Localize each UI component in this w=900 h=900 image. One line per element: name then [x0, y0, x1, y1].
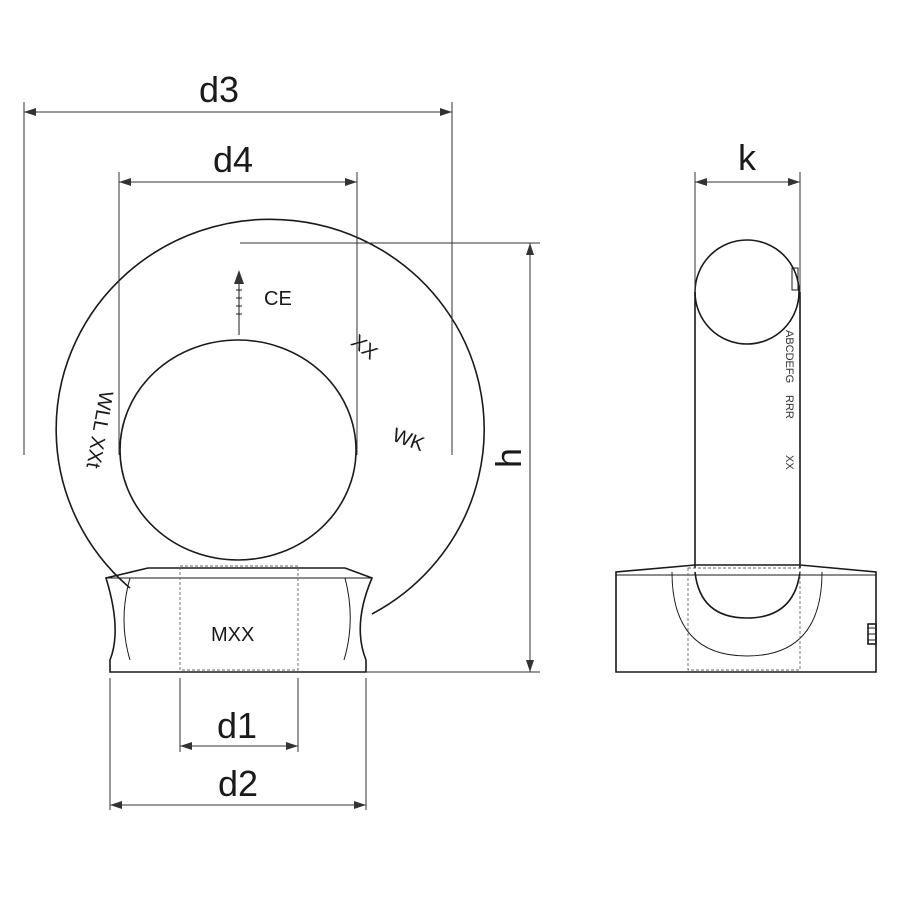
- ce-mark: CE: [264, 288, 292, 310]
- d1-arrow-right: [286, 742, 298, 750]
- wk-mark: WK: [389, 424, 427, 456]
- front-dimensions: d3 d4 h d1 d2: [23, 69, 540, 810]
- h-arrow-bottom: [526, 660, 534, 672]
- base-collar: [104, 567, 374, 673]
- front-view: CE XX WK WLL XXt MXX: [55, 218, 485, 673]
- d3-label: d3: [199, 69, 239, 110]
- side-base: [615, 564, 877, 673]
- wll-mark: WLL XXt: [81, 389, 116, 470]
- ring-cross-section: [694, 239, 800, 345]
- side-view: RRR XX ABCDEFG: [615, 239, 877, 673]
- side-thread-hole-hidden: [687, 567, 801, 671]
- d4-label: d4: [213, 139, 253, 180]
- thread-size-mark: MXX: [211, 624, 254, 646]
- d2-arrow-left: [110, 801, 122, 809]
- collar-right-fillet: [343, 577, 351, 661]
- d1-label: d1: [217, 705, 257, 746]
- xx-mark: XX: [347, 331, 382, 365]
- side-marking: XX: [783, 455, 795, 470]
- side-saddle-outer: [671, 571, 823, 657]
- k-arrow-left: [695, 178, 707, 186]
- k-dimension: k: [694, 137, 801, 292]
- side-marking: RRR: [783, 395, 795, 419]
- load-arrow-icon: [234, 270, 244, 284]
- ring-inner-opening: [119, 339, 357, 561]
- d3-arrow-left: [24, 108, 36, 116]
- ring-mark-tab: [791, 267, 799, 291]
- d2-label: d2: [218, 763, 258, 804]
- collar-left-fillet: [123, 577, 131, 661]
- d4-arrow-left: [119, 178, 131, 186]
- thread-hole-hidden: [179, 565, 299, 671]
- d4-arrow-right: [345, 178, 357, 186]
- h-arrow-top: [526, 243, 534, 255]
- side-marking: ABCDEFG: [783, 330, 795, 383]
- side-saddle-curve: [694, 571, 801, 619]
- k-arrow-right: [788, 178, 800, 186]
- d3-arrow-right: [440, 108, 452, 116]
- h-label: h: [488, 448, 529, 468]
- d1-arrow-left: [180, 742, 192, 750]
- ring-outer-contour: [55, 218, 485, 615]
- k-label: k: [738, 137, 757, 178]
- d2-arrow-right: [354, 801, 366, 809]
